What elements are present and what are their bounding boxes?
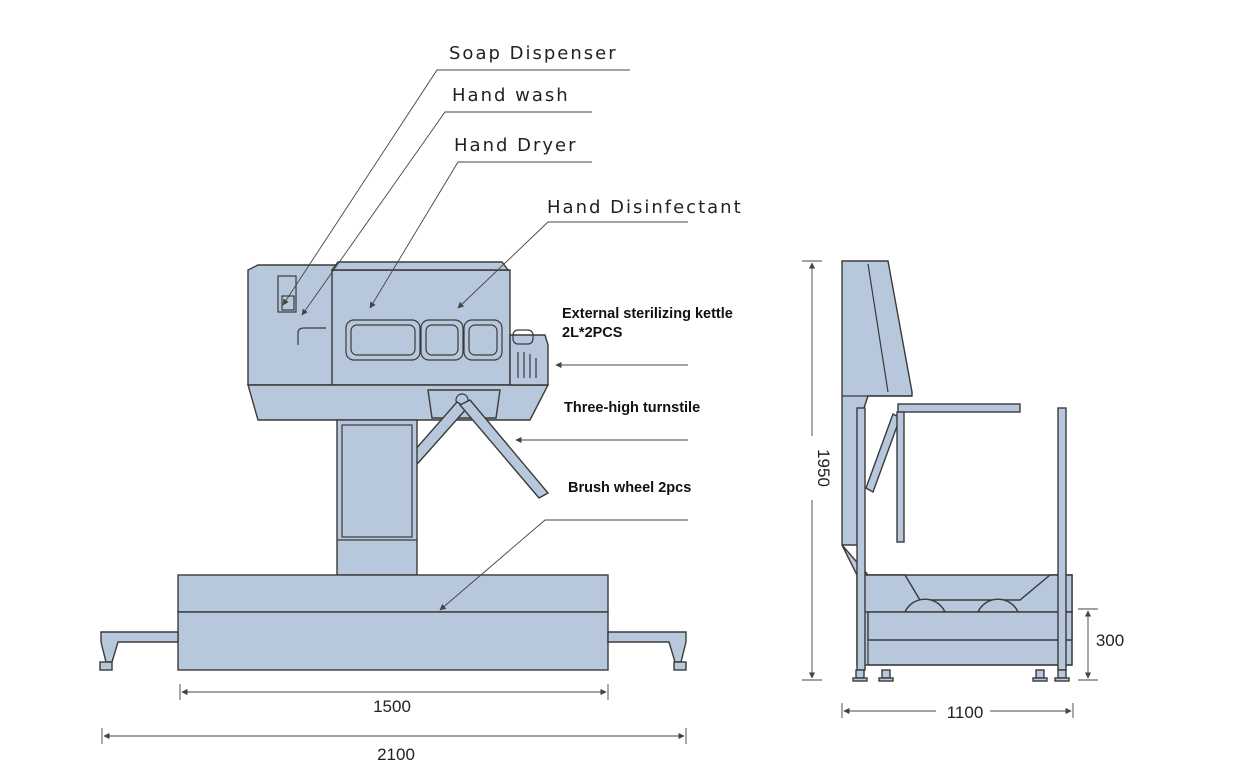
turnstile-arm-right [458, 399, 550, 499]
side-view [841, 260, 1073, 682]
brush-wheel-2 [976, 598, 1020, 613]
label-hand-wash: Hand wash [452, 85, 570, 106]
opening-wash-inner [350, 324, 416, 356]
faucet [297, 327, 326, 345]
opening-disinfect [463, 319, 503, 361]
soap-window [277, 275, 297, 313]
side-foot-2 [881, 669, 891, 679]
side-post-left [856, 407, 866, 671]
front-dimensions [101, 684, 687, 744]
side-foot-1 [855, 669, 865, 679]
dim-total-width: 2100 [377, 745, 415, 764]
base-bottom [177, 611, 609, 671]
leaders [282, 69, 688, 611]
side-foot-4-pad [1054, 677, 1070, 682]
soap-housing [247, 264, 336, 386]
kettle-cap [512, 329, 534, 345]
column-panel [341, 424, 413, 538]
side-foot-4 [1057, 669, 1067, 679]
label-brush-wheel: Brush wheel 2pcs [568, 480, 691, 496]
foot-pad-left [99, 661, 113, 671]
dim-height: 1950 [814, 449, 833, 487]
side-foot-3-pad [1032, 677, 1048, 682]
side-foot-2-pad [878, 677, 894, 682]
side-pan [867, 611, 1073, 641]
brush-wheel-1 [903, 598, 947, 613]
dim-brush-height: 300 [1096, 631, 1124, 650]
side-arm-vertical [896, 411, 905, 543]
label-hand-dryer: Hand Dryer [454, 135, 578, 156]
column [336, 419, 418, 576]
front-view [99, 261, 687, 671]
opening-dryer-inner [425, 324, 459, 356]
side-arm-horizontal [897, 403, 1021, 413]
foot-left [100, 631, 179, 663]
base-top [177, 574, 609, 613]
foot-pad-right [673, 661, 687, 671]
side-post-right [1057, 407, 1067, 671]
lower-housing [247, 384, 550, 421]
kettle [509, 334, 549, 386]
label-hand-disinfectant: Hand Disinfectant [547, 197, 743, 218]
kettle-grille [517, 352, 537, 378]
opening-wash [345, 319, 421, 361]
label-soap-dispenser: Soap Dispenser [449, 43, 618, 64]
side-foot-3 [1035, 669, 1045, 679]
dim-base-width: 1500 [373, 697, 411, 716]
side-arm-diagonal [865, 412, 901, 494]
foot-right [607, 631, 687, 663]
label-kettle-line1: External sterilizing kettle [562, 306, 733, 322]
label-turnstile: Three-high turnstile [564, 400, 700, 416]
top-lid [330, 261, 510, 271]
side-dimensions [802, 260, 1098, 718]
side-foot-1-pad [852, 677, 868, 682]
side-pan-lower [867, 639, 1073, 666]
dim-side-width: 1100 [947, 703, 984, 722]
opening-dryer [420, 319, 464, 361]
soap-slot [281, 295, 295, 311]
label-kettle-line2: 2L*2PCS [562, 325, 623, 341]
opening-disinfect-inner [468, 324, 498, 356]
